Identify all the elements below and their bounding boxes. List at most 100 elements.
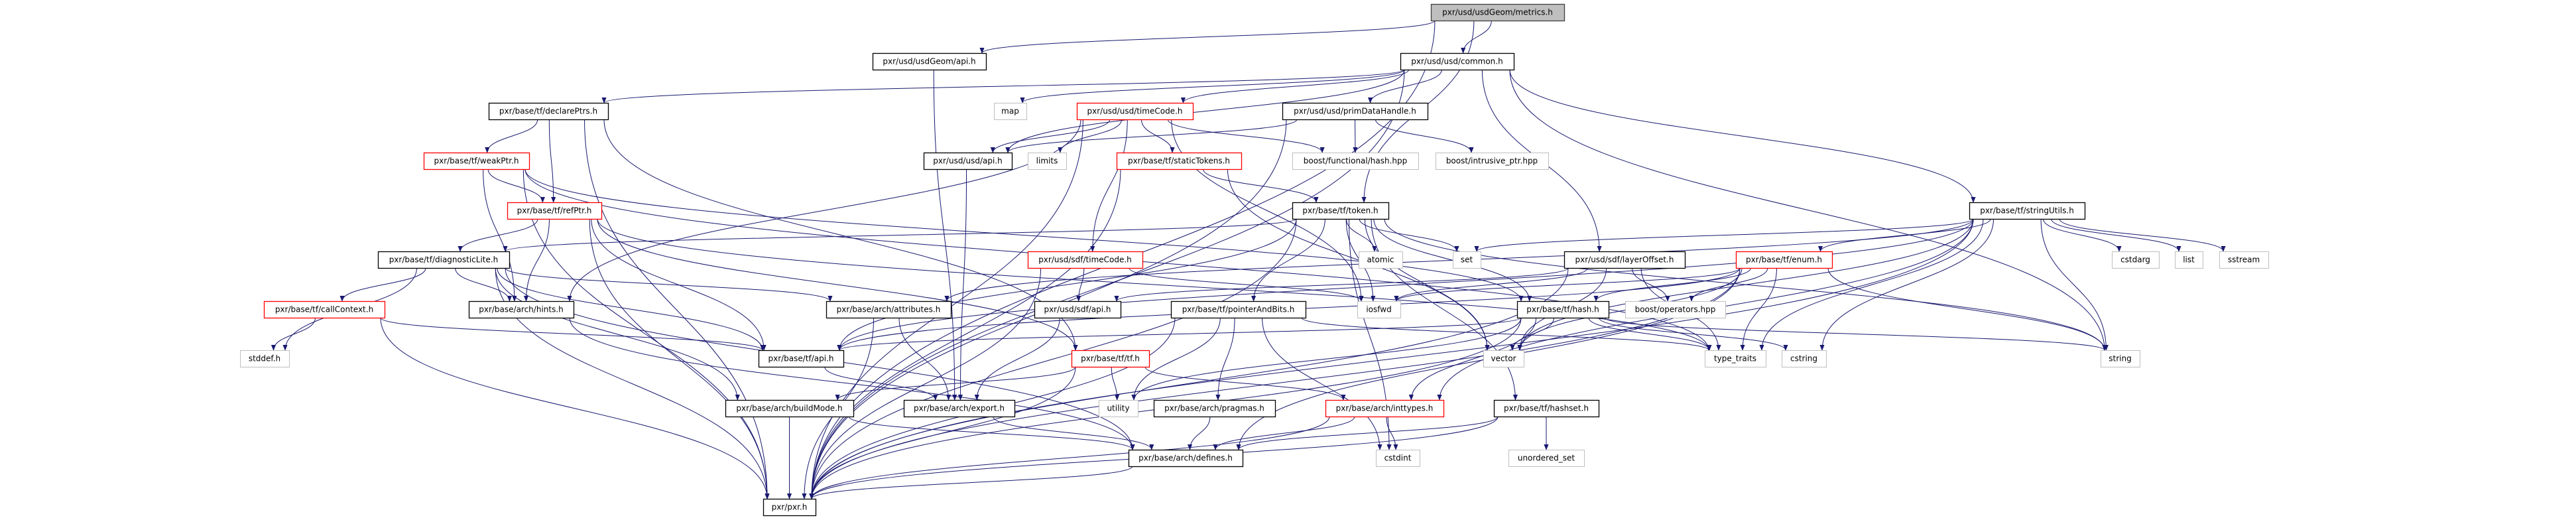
header-node-pxr-base-tf-declareptrs-h[interactable]: pxr/base/tf/declarePtrs.h [488, 102, 609, 121]
node-label: limits [1036, 157, 1058, 166]
node-label: pxr/usd/usd/primDataHandle.h [1294, 107, 1416, 116]
node-box [1483, 350, 1524, 367]
header-node-pxr-usd-usdgeom-api-h[interactable]: pxr/usd/usdGeom/api.h [872, 52, 987, 71]
header-node-pxr-base-tf-statictokens-h[interactable]: pxr/base/tf/staticTokens.h [1116, 152, 1243, 170]
include-edge-pxr-usd-usd-common-h-to-pxr-usd-usd-timecode-h [1180, 69, 1410, 103]
node-label: pxr/base/arch/hints.h [479, 305, 564, 314]
include-edge-pxr-base-tf-pointerandbits-h-to-cstdint [1262, 317, 1382, 450]
include-edge-pxr-usd-usd-api-h-to-pxr-base-arch-export-h [957, 168, 967, 401]
node-box [488, 102, 609, 121]
include-edge-pxr-usd-usd-common-h-to-string [1509, 69, 2107, 351]
include-edge-pxr-usd-usdgeom-metrics-h-to-pxr-usd-usdgeom-api-h [979, 20, 1436, 54]
include-edge-pxr-base-tf-token-h-to-vector [1364, 218, 1490, 351]
node-box [1564, 251, 1686, 269]
header-node-pxr-base-arch-attributes-h[interactable]: pxr/base/arch/attributes.h [826, 300, 952, 319]
header-node-pxr-base-tf-pointerandbits-h[interactable]: pxr/base/tf/pointerAndBits.h [1170, 300, 1307, 319]
header-node-set: set [1453, 251, 1481, 269]
header-node-pxr-base-tf-stringutils-h[interactable]: pxr/base/tf/stringUtils.h [1969, 202, 2086, 220]
header-node-stddef-h: stddef.h [240, 350, 290, 367]
include-edge-pxr-base-tf-token-h-to-pxr-base-tf-diagnosticlite-h [503, 218, 1297, 252]
node-label: atomic [1367, 255, 1394, 265]
include-edge-pxr-base-tf-stringutils-h-to-list [2051, 218, 2181, 252]
include-edge-pxr-base-tf-token-h-to-set [1359, 218, 1459, 252]
node-label: stddef.h [249, 354, 280, 363]
node-label: iosfwd [1366, 305, 1391, 314]
node-box [1508, 450, 1585, 467]
include-edge-pxr-base-arch-pragmas-h-to-pxr-base-arch-defines-h [1187, 416, 1211, 450]
header-node-utility: utility [1099, 400, 1138, 417]
header-node-pxr-usd-usd-timecode-h[interactable]: pxr/usd/usd/timeCode.h [1076, 102, 1194, 121]
include-edge-pxr-usd-usd-common-h-to-pxr-usd-usd-primdatahandle-h [1368, 69, 1442, 103]
include-edge-pxr-base-tf-stringutils-h-to-set [1474, 218, 1974, 252]
node-label: vector [1491, 354, 1516, 363]
header-node-pxr-base-arch-pragmas-h[interactable]: pxr/base/arch/pragmas.h [1153, 399, 1276, 418]
header-node-pxr-usd-usd-common-h[interactable]: pxr/usd/usd/common.h [1400, 52, 1515, 71]
node-label: pxr/base/tf/enum.h [1746, 255, 1822, 265]
include-edge-pxr-usd-usdgeom-metrics-h-to-pxr-usd-usd-common-h [1461, 20, 1492, 54]
node-label: pxr/base/arch/pragmas.h [1164, 404, 1264, 413]
node-box [2101, 350, 2140, 367]
include-edge-pxr-base-tf-stringutils-h-to-type-traits [1759, 218, 1984, 351]
node-box [826, 300, 952, 319]
node-box [468, 300, 575, 319]
include-edge-pxr-base-tf-tf-h-to-pxr-base-arch-inttypes-h [1144, 366, 1346, 401]
include-edge-pxr-base-tf-diagnosticlite-h-to-pxr-base-arch-attributes-h [505, 267, 833, 302]
include-edge-pxr-base-tf-hash-h-to-type-traits [1588, 317, 1712, 351]
header-node-cstdarg: cstdarg [2112, 251, 2160, 269]
header-node-pxr-usd-usd-primdatahandle-h[interactable]: pxr/usd/usd/primDataHandle.h [1282, 102, 1429, 121]
header-node-pxr-pxr-h[interactable]: pxr/pxr.h [763, 498, 817, 517]
include-edge-pxr-base-tf-pointerandbits-h-to-pxr-base-arch-pragmas-h [1215, 317, 1235, 401]
header-node-pxr-base-tf-token-h[interactable]: pxr/base/tf/token.h [1292, 202, 1390, 220]
include-edge-pxr-base-tf-enum-h-to-type-traits [1740, 267, 1777, 351]
header-node-pxr-base-tf-refptr-h[interactable]: pxr/base/tf/refPtr.h [507, 202, 603, 220]
header-node-pxr-base-tf-api-h[interactable]: pxr/base/tf/api.h [758, 350, 845, 368]
node-label: type_traits [1714, 354, 1756, 363]
include-edge-pxr-usd-usd-common-h-to-pxr-usd-usd-api-h [1005, 69, 1405, 153]
header-node-pxr-usd-sdf-timecode-h[interactable]: pxr/usd/sdf/timeCode.h [1027, 251, 1144, 269]
node-box [725, 399, 855, 418]
include-edge-pxr-base-tf-statictokens-h-to-pxr-pxr-h [809, 168, 1121, 499]
node-box [1357, 301, 1401, 318]
include-edge-pxr-usd-usd-timecode-h-to-pxr-usd-usd-api-h [990, 119, 1111, 153]
header-node-pxr-base-tf-callcontext-h[interactable]: pxr/base/tf/callContext.h [263, 300, 386, 319]
header-node-pxr-usd-usdgeom-metrics-h[interactable]: pxr/usd/usdGeom/metrics.h [1430, 3, 1565, 22]
node-box [1493, 399, 1600, 418]
header-node-pxr-base-tf-weakptr-h[interactable]: pxr/base/tf/weakPtr.h [423, 152, 530, 170]
include-edge-pxr-base-tf-refptr-h-to-pxr-pxr-h [589, 218, 770, 499]
header-node-pxr-base-arch-inttypes-h[interactable]: pxr/base/arch/inttypes.h [1325, 399, 1445, 418]
header-node-atomic: atomic [1359, 251, 1403, 269]
node-label: pxr/base/tf/pointerAndBits.h [1182, 305, 1295, 314]
header-node-pxr-base-tf-enum-h[interactable]: pxr/base/tf/enum.h [1735, 251, 1833, 269]
header-node-pxr-base-tf-hashset-h[interactable]: pxr/base/tf/hashset.h [1493, 399, 1600, 418]
include-edge-pxr-usd-sdf-layeroffset-h-to-boost-operators-hpp [1631, 267, 1670, 302]
header-node-pxr-usd-sdf-layeroffset-h[interactable]: pxr/usd/sdf/layerOffset.h [1564, 251, 1686, 269]
include-edge-pxr-base-tf-hash-h-to-string [1604, 317, 2107, 351]
node-box [263, 300, 386, 319]
header-node-pxr-base-arch-export-h[interactable]: pxr/base/arch/export.h [903, 399, 1016, 418]
node-label: string [2109, 354, 2131, 363]
node-label: set [1461, 255, 1473, 265]
header-node-pxr-usd-usd-api-h[interactable]: pxr/usd/usd/api.h [923, 152, 1013, 170]
header-node-pxr-base-tf-diagnosticlite-h[interactable]: pxr/base/tf/diagnosticLite.h [377, 251, 511, 269]
node-box [923, 152, 1013, 170]
header-node-pxr-base-arch-hints-h[interactable]: pxr/base/arch/hints.h [468, 300, 575, 319]
header-node-pxr-base-arch-buildmode-h[interactable]: pxr/base/arch/buildMode.h [725, 399, 855, 418]
node-layer: pxr/usd/usdGeom/metrics.h pxr/usd/usdGeom… [240, 3, 2269, 517]
header-node-pxr-base-tf-hash-h[interactable]: pxr/base/tf/hash.h [1516, 300, 1610, 319]
node-box [1099, 400, 1138, 417]
include-edge-pxr-base-tf-tf-h-to-pxr-pxr-h [809, 366, 1076, 499]
node-box [903, 399, 1016, 418]
include-edge-pxr-base-tf-tf-h-to-pxr-base-arch-buildmode-h [835, 366, 1076, 401]
include-edge-pxr-base-arch-hints-h-to-pxr-base-arch-defines-h [569, 317, 1135, 450]
include-edge-pxr-base-tf-tf-h-to-utility [1111, 366, 1120, 401]
header-node-string: string [2101, 350, 2140, 367]
include-edge-pxr-base-tf-hash-h-to-vector [1510, 317, 1555, 351]
header-node-pxr-base-arch-defines-h[interactable]: pxr/base/arch/defines.h [1128, 449, 1244, 468]
node-label: pxr/base/tf/declarePtrs.h [499, 107, 597, 116]
header-node-pxr-usd-sdf-api-h[interactable]: pxr/usd/sdf/api.h [1034, 300, 1122, 319]
node-box [758, 350, 845, 368]
node-label: pxr/base/arch/export.h [914, 404, 1005, 413]
node-label: pxr/base/tf/hash.h [1526, 305, 1599, 314]
header-node-pxr-base-tf-tf-h[interactable]: pxr/base/tf/tf.h [1071, 350, 1150, 368]
include-edge-pxr-base-arch-attributes-h-to-pxr-base-arch-export-h [898, 317, 951, 401]
